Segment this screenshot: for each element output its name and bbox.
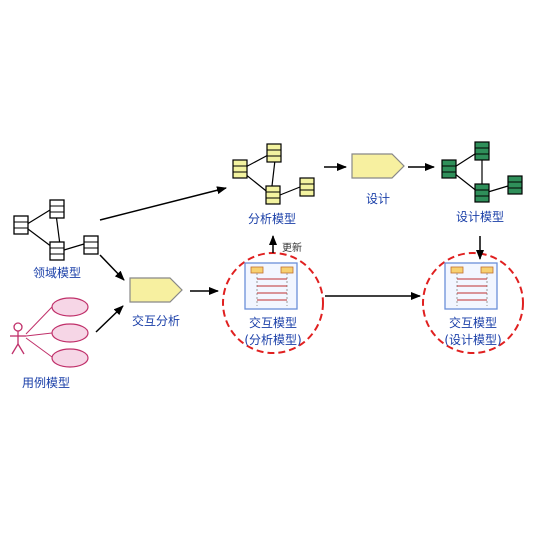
- analysis-model-label: 分析模型: [247, 212, 297, 226]
- sequence-diagram-icon: [444, 262, 498, 310]
- analysis-class-box: [232, 159, 248, 179]
- domain-model-graph: [13, 199, 99, 261]
- interaction-model-design-subtitle: (设计模型): [444, 333, 502, 347]
- arrow-domain-to-analysis: [99, 186, 227, 221]
- usecase-model-label: 用例模型: [21, 376, 71, 390]
- domain-model-label: 领域模型: [32, 266, 82, 280]
- actor-icon: [10, 322, 26, 355]
- sequence-diagram-icon: [244, 262, 298, 310]
- usecase-ellipse: [51, 348, 89, 368]
- interaction-model-design-circle: [422, 252, 524, 354]
- analysis-class-box: [265, 185, 281, 205]
- interaction-model-design-title: 交互模型: [448, 316, 498, 330]
- design-label: 设计: [365, 192, 391, 206]
- usecase-ellipse: [51, 323, 89, 343]
- design-class-box: [474, 141, 490, 161]
- domain-class-box: [49, 241, 65, 261]
- domain-class-box: [49, 199, 65, 219]
- design-class-box: [441, 159, 457, 179]
- analysis-class-box: [266, 143, 282, 163]
- interaction-model-analysis-title: 交互模型: [248, 316, 298, 330]
- interaction-analysis-process-icon: [129, 277, 183, 303]
- domain-class-box: [13, 215, 29, 235]
- interaction-analysis-label: 交互分析: [131, 314, 181, 328]
- usecase-model-graph: [10, 297, 89, 368]
- design-class-box: [507, 175, 523, 195]
- update-label: 更新: [282, 243, 302, 254]
- domain-class-box: [83, 235, 99, 255]
- design-process-icon: [351, 153, 405, 179]
- analysis-class-box: [299, 177, 315, 197]
- interaction-model-analysis-subtitle: (分析模型): [244, 333, 302, 347]
- arrow-domain-to-interaction: [99, 254, 125, 281]
- arrow-usecase-to-interaction: [95, 305, 124, 333]
- design-model-label: 设计模型: [455, 210, 505, 224]
- design-model-graph: [441, 141, 523, 203]
- design-class-box: [474, 183, 490, 203]
- usecase-ellipse: [51, 297, 89, 317]
- analysis-model-graph: [232, 143, 315, 205]
